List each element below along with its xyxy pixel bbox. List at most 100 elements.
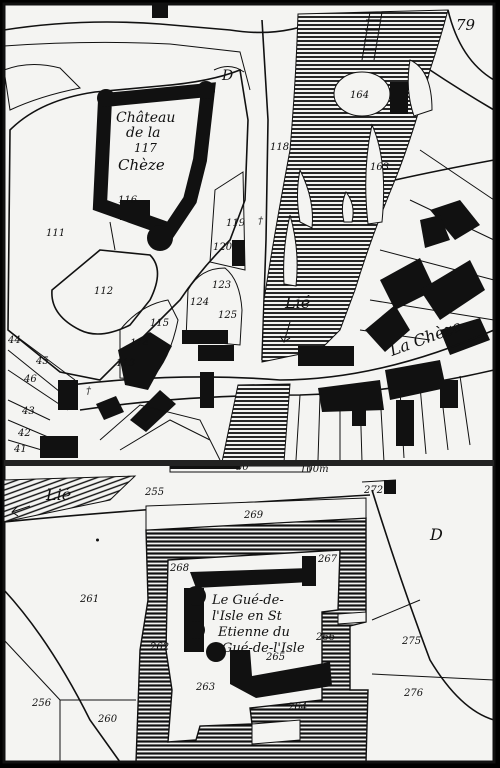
parcel-264: 264 bbox=[287, 702, 307, 713]
lie-arrow-lower bbox=[11, 505, 31, 517]
bottom-label-line4: Gué-de-l'Isle bbox=[222, 641, 305, 656]
parcel-46: 46 bbox=[23, 374, 37, 385]
building-113-114 bbox=[118, 332, 172, 390]
inner-wall-bottom bbox=[230, 650, 332, 698]
island-top bbox=[407, 59, 433, 117]
castle-tower-s bbox=[147, 225, 173, 251]
lower-blocks-1 bbox=[318, 380, 384, 412]
moat-passage-bottom bbox=[251, 719, 301, 745]
building-120 bbox=[232, 240, 245, 266]
moat-passage-right bbox=[337, 611, 367, 625]
top-stairs bbox=[361, 11, 383, 61]
lie-arrow-upper bbox=[279, 321, 291, 343]
inner-tower-east bbox=[302, 556, 316, 586]
castle-tower-ne bbox=[197, 81, 215, 99]
sheet-divider bbox=[4, 460, 494, 466]
top-road-2 bbox=[3, 41, 251, 91]
plot-275-276 bbox=[371, 599, 495, 681]
lie-channel-lower bbox=[3, 475, 137, 523]
inner-tower-1 bbox=[186, 586, 206, 606]
island-3 bbox=[341, 191, 354, 223]
parcel-265: 265 bbox=[265, 652, 285, 663]
block-right-4 bbox=[420, 260, 485, 320]
zone-label-top: D bbox=[221, 68, 233, 84]
bottom-label-line2: l'Isle en St bbox=[212, 609, 283, 624]
bridge-1 bbox=[145, 497, 367, 531]
bottom-label-line3: Etienne du bbox=[217, 625, 290, 640]
chateau-label-line2: de la bbox=[126, 125, 161, 141]
parcel-114: 114 bbox=[130, 338, 149, 349]
road-block bbox=[200, 372, 214, 408]
parcel-43: 43 bbox=[21, 406, 35, 417]
parcel-118: 118 bbox=[270, 142, 289, 153]
parcel-124: 124 bbox=[190, 297, 209, 308]
parcel-256: 256 bbox=[31, 698, 52, 709]
building-124b bbox=[198, 345, 234, 361]
parcel-44: 44 bbox=[7, 335, 21, 346]
building-272 bbox=[384, 480, 396, 494]
parcel-262: 262 bbox=[149, 642, 169, 653]
parcel-272: 272 bbox=[363, 485, 383, 496]
inner-tower-3 bbox=[206, 642, 226, 662]
parcel-275: 275 bbox=[401, 636, 421, 647]
block-right-6 bbox=[440, 318, 490, 355]
plot-119-120 bbox=[209, 171, 246, 271]
parcel-41: 41 bbox=[13, 444, 27, 455]
island-2 bbox=[283, 214, 298, 287]
block-right-2 bbox=[420, 215, 450, 248]
chateau-label-line3: 117 bbox=[134, 141, 157, 155]
inner-wall-top bbox=[190, 568, 310, 588]
parcel-123: 123 bbox=[212, 280, 231, 291]
dot-mark bbox=[96, 538, 99, 542]
parcel-255: 255 bbox=[144, 487, 164, 498]
island-1 bbox=[297, 168, 313, 229]
block-right-1 bbox=[430, 200, 480, 240]
building-124 bbox=[182, 330, 228, 344]
parcel-267: 267 bbox=[317, 554, 338, 565]
lie-label-lower: Lié bbox=[45, 485, 71, 504]
cross-marker: † bbox=[258, 216, 264, 227]
parcel-119: 119 bbox=[226, 218, 246, 229]
parcel-45: 45 bbox=[35, 356, 49, 367]
plots-123-125 bbox=[185, 267, 243, 346]
parcel-266: 266 bbox=[315, 632, 336, 643]
parcel-261: 261 bbox=[79, 594, 99, 605]
building-164 bbox=[390, 82, 408, 114]
island-163 bbox=[365, 123, 385, 225]
parcel-125: 125 bbox=[218, 310, 237, 321]
block-right-3 bbox=[380, 258, 435, 310]
inner-tower-2 bbox=[187, 621, 205, 639]
parcel-263: 263 bbox=[195, 682, 215, 693]
bottom-label-line1: Le Gué-de- bbox=[211, 593, 284, 608]
cross-marker-2: † bbox=[86, 386, 92, 397]
lower-blocks-2 bbox=[385, 360, 446, 400]
chateau-label-line4: Chèze bbox=[118, 156, 165, 174]
left-parcels bbox=[7, 329, 76, 457]
lane-blocks bbox=[96, 390, 176, 432]
parcel-113: 113 bbox=[116, 358, 135, 369]
scale-bar-end: 100m bbox=[300, 464, 329, 475]
lower-blocks-3 bbox=[396, 400, 414, 446]
block-mill bbox=[298, 346, 354, 366]
lower-blocks-4 bbox=[440, 380, 458, 408]
parcel-269: 269 bbox=[243, 510, 264, 521]
castle-path bbox=[109, 221, 116, 251]
plot-261-line bbox=[3, 589, 121, 763]
chateau-sub-number: 116 bbox=[118, 195, 138, 206]
building-42 bbox=[40, 436, 78, 458]
top-road bbox=[3, 19, 321, 34]
parcel-42: 42 bbox=[17, 428, 31, 439]
chateau-label-line1: Château bbox=[116, 110, 175, 126]
building-44 bbox=[58, 380, 78, 410]
plot-112 bbox=[51, 249, 159, 335]
zone-circle-top bbox=[213, 66, 245, 73]
block-right-5 bbox=[365, 305, 410, 352]
parcel-111: 111 bbox=[46, 228, 65, 239]
sheet-number: 79 bbox=[456, 16, 476, 34]
top-building bbox=[152, 4, 168, 18]
scale-bar-fill bbox=[170, 466, 240, 469]
parcel-115: 115 bbox=[150, 318, 169, 329]
parcel-260: 260 bbox=[97, 714, 118, 725]
lie-label-upper: Lié bbox=[284, 293, 310, 312]
right-bank-outline bbox=[394, 9, 495, 181]
